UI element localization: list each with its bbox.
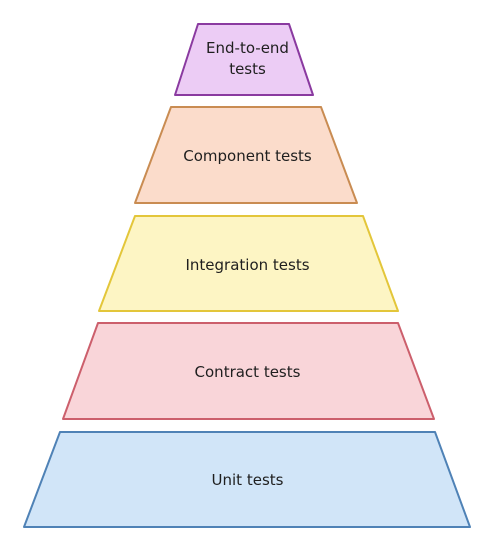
tier-contract-shape (62, 322, 435, 420)
tier-end-to-end-shape (174, 23, 314, 96)
tier-component-shape (134, 106, 358, 204)
tier-component-label: Component tests (0, 146, 495, 167)
tier-unit-shape (23, 431, 471, 528)
tier-integration-label: Integration tests (0, 255, 495, 276)
tier-end-to-end-label: End-to-end tests (0, 38, 495, 80)
tier-end-to-end-label-line-1: End-to-end (206, 39, 289, 57)
tier-contract-label-text: Contract tests (194, 363, 301, 381)
tier-integration-label-text: Integration tests (185, 256, 310, 274)
tier-component-label-text: Component tests (183, 147, 312, 165)
tier-contract-label: Contract tests (0, 362, 495, 383)
tier-unit-label: Unit tests (0, 470, 495, 491)
tier-unit-label-text: Unit tests (211, 471, 284, 489)
tier-integration-shape (98, 215, 399, 312)
tier-end-to-end-label-line-2: tests (229, 60, 266, 78)
